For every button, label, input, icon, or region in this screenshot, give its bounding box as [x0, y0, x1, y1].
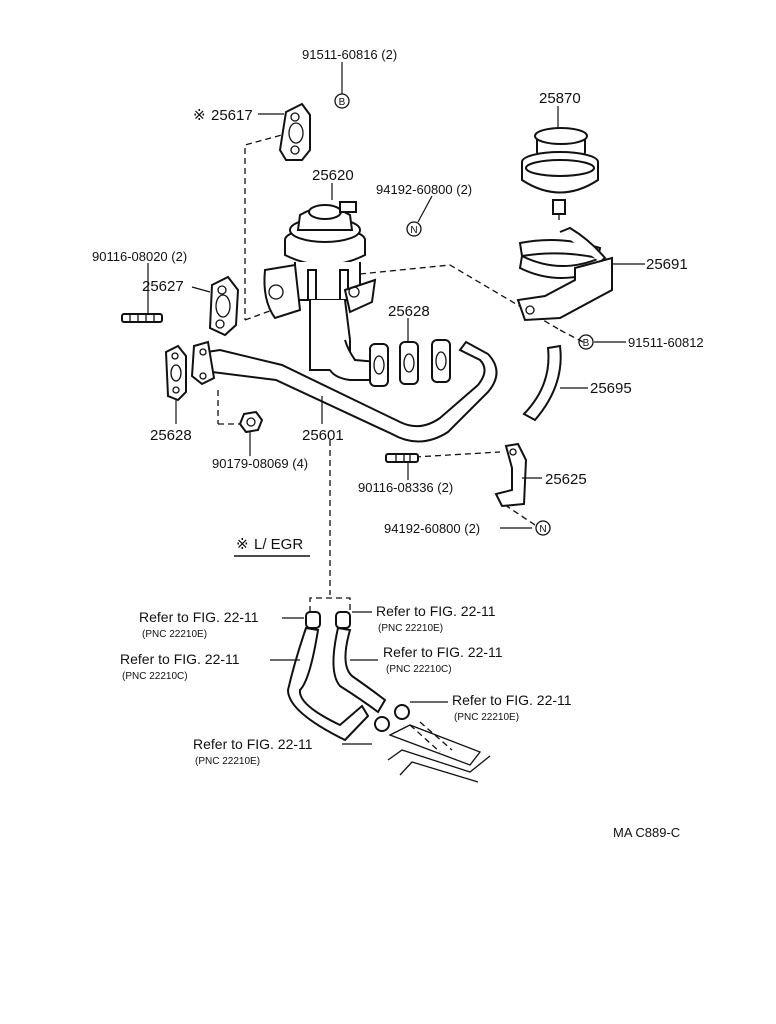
pnc-label-3: (PNC 22210C) [122, 671, 188, 682]
leader-lines [147, 62, 645, 745]
label-94192-60800-bottom: 94192-60800 (2) [384, 521, 480, 536]
label-25601: 25601 [302, 427, 344, 444]
label-25691: 25691 [646, 256, 688, 273]
gasket-plate-25617 [278, 102, 311, 161]
svg-text:B: B [583, 338, 590, 349]
pnc-label-2: (PNC 22210E) [378, 623, 443, 634]
refer-to-label-4: Refer to FIG. 22-11 [383, 644, 503, 660]
label-90116-08336: 90116-08336 (2) [358, 480, 453, 495]
gasket-25628-left [164, 344, 187, 402]
egr-pipe-25601 [190, 340, 498, 443]
modulator-bracket-25691 [516, 226, 613, 322]
refer-to-label-2: Refer to FIG. 22-11 [376, 603, 496, 619]
svg-text:B: B [339, 97, 346, 108]
refer-to-label-6: Refer to FIG. 22-11 [193, 736, 313, 752]
label-25627: 25627 [142, 278, 184, 295]
section-title: ※ L/ EGR [234, 536, 310, 557]
svg-text:N: N [539, 524, 546, 535]
vacuum-hoses [286, 611, 491, 783]
label-25628-left: 25628 [150, 427, 192, 444]
pnc-label-4: (PNC 22210C) [386, 664, 452, 675]
label-90116-08020: 90116-08020 (2) [92, 249, 187, 264]
egr-modulator-25870 [521, 127, 599, 220]
pnc-label-1: (PNC 22210E) [142, 629, 207, 640]
label-94192-60800-top: 94192-60800 (2) [376, 182, 472, 197]
stud-90116-08336 [385, 453, 419, 463]
label-25870: 25870 [539, 90, 581, 107]
label-91511-60816: 91511-60816 (2) [302, 47, 397, 62]
figure-code: MA C889-C [613, 825, 680, 840]
refer-to-label-1: Refer to FIG. 22-11 [139, 609, 259, 625]
gaskets-25628-right [369, 339, 451, 387]
svg-text:N: N [410, 225, 417, 236]
circle-b-symbol: B [578, 334, 594, 350]
refer-to-label-3: Refer to FIG. 22-11 [120, 651, 240, 667]
pnc-label-6: (PNC 22210E) [195, 756, 260, 767]
pnc-label-5: (PNC 22210E) [454, 712, 519, 723]
label-25617: ※ 25617 [193, 107, 253, 124]
egr-valve-25620 [263, 201, 379, 381]
label-90179-08069: 90179-08069 (4) [212, 456, 308, 471]
refer-to-label-5: Refer to FIG. 22-11 [452, 692, 572, 708]
section-title-text: L/ EGR [254, 536, 303, 553]
nut-90179-08069 [238, 410, 264, 434]
label-25628-right: 25628 [388, 303, 430, 320]
asterisk-mark: ※ [236, 536, 249, 553]
stud-90116-08020 [121, 313, 163, 323]
asterisk-mark: ※ [193, 107, 206, 124]
label-25620: 25620 [312, 167, 354, 184]
bracket-25625 [494, 442, 528, 508]
hose-25695 [522, 344, 562, 422]
circle-n-symbol: N [535, 520, 551, 536]
gasket-25627 [208, 275, 240, 337]
label-25625: 25625 [545, 471, 587, 488]
circle-n-symbol: N [406, 221, 422, 237]
label-25695: 25695 [590, 380, 632, 397]
circle-b-symbol: B [334, 93, 350, 109]
label-91511-60812: 91511-60812 [628, 335, 704, 350]
label-25617-number: 25617 [211, 107, 253, 124]
